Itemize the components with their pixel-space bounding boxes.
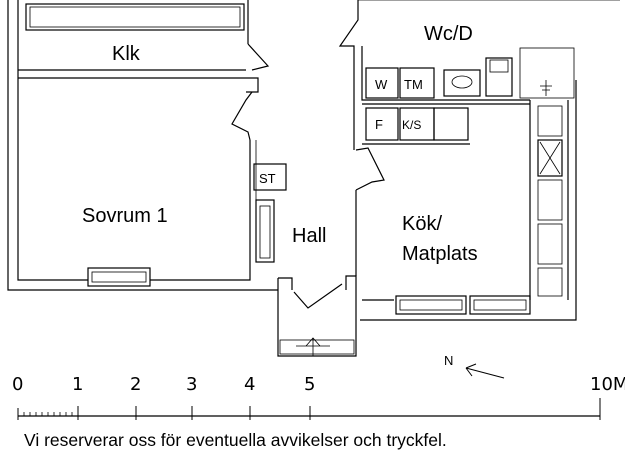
bathroom-walls [338, 0, 530, 150]
kitchen-door [355, 147, 385, 191]
room-label-matplats: Matplats [402, 243, 478, 265]
fridge-box [365, 107, 399, 141]
shower-area [519, 47, 575, 99]
room-label-wcd: Wc/D [424, 23, 473, 45]
washer-box [365, 67, 399, 99]
dryer-box [399, 67, 435, 99]
kitchen-window-2 [469, 295, 531, 315]
scale-tick-2: 2 [130, 374, 141, 395]
room-label-kok: Kök/ [402, 213, 442, 235]
north-arrow-icon [465, 363, 505, 379]
scale-tick-0: 0 [12, 374, 23, 395]
balcony-wall [18, 0, 249, 79]
fixture-label-ks: K/S [402, 118, 421, 132]
scale-tick-5: 5 [304, 374, 315, 395]
scale-tick-3: 3 [186, 374, 197, 395]
bedroom-door [231, 91, 253, 141]
room-label-klk: Klk [112, 43, 141, 65]
st-cabinet [253, 163, 287, 191]
stove [537, 139, 563, 177]
hall-closet [255, 199, 275, 263]
scale-bar [17, 398, 601, 420]
scale-tick-1: 1 [72, 374, 83, 395]
disclaimer-text: Vi reserverar oss för eventuella avvikel… [24, 430, 447, 450]
fixture-label-tm: TM [404, 77, 423, 92]
bedroom-window [87, 267, 151, 287]
room-label-hall: Hall [292, 225, 326, 247]
entrance-walls [277, 275, 357, 357]
room-label-sovrum: Sovrum 1 [82, 205, 168, 227]
balcony-door [247, 43, 270, 71]
entrance-step [279, 339, 355, 355]
fixture-label-w: W [375, 77, 388, 92]
north-label: N [444, 353, 453, 368]
walls [7, 0, 620, 357]
toilet [485, 57, 513, 97]
scale-tick-4: 4 [244, 374, 255, 395]
outer-wall-left [7, 0, 278, 291]
scale-tick-10m: 10M [590, 374, 625, 395]
entrance-door [293, 283, 343, 309]
fixture-label-f: F [375, 117, 383, 132]
sink [443, 69, 481, 97]
pantry [433, 107, 469, 141]
kitchen-window-1 [395, 295, 467, 315]
kitchen-counter [360, 80, 577, 321]
fixture-label-st: ST [259, 171, 276, 186]
balcony-rail [25, 3, 245, 31]
